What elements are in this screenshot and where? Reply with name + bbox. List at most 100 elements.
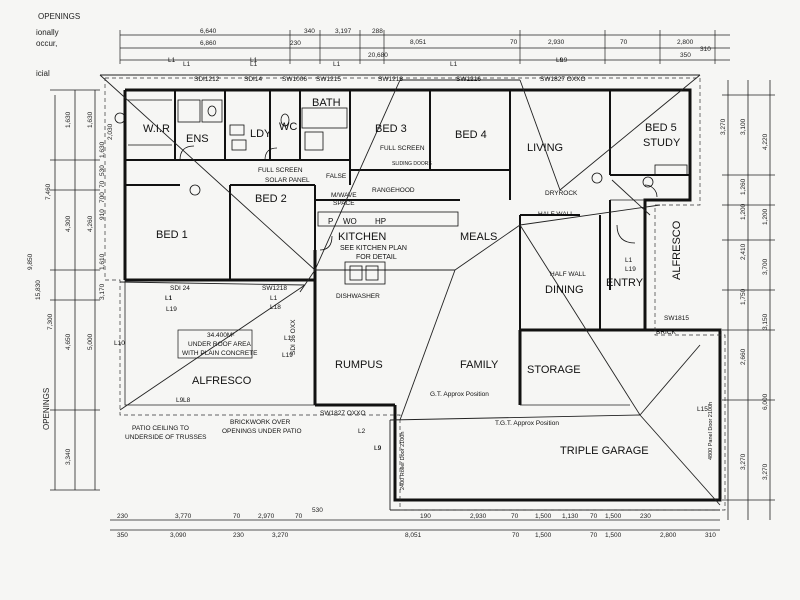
margin-note-1: ionally <box>36 28 59 37</box>
room-alfresco-side: ALFRESCO <box>671 220 683 280</box>
dim-bot-2: 3,770 <box>175 513 192 520</box>
dim-left-5: 530 <box>99 165 106 176</box>
l-label-7: L18 <box>270 304 281 311</box>
dim-left-9: 910 <box>99 209 106 220</box>
room-study: STUDY <box>643 137 681 149</box>
l-label-6: L1 <box>625 257 633 264</box>
dim-left-4: 1,630 <box>99 141 106 158</box>
kitchen-note-1: SEE KITCHEN PLAN <box>340 245 407 252</box>
dim-left-12: 1,610 <box>99 253 106 270</box>
dim-top-2: 340 <box>304 28 315 35</box>
l-label-15: L9 <box>374 445 382 452</box>
dim-right-8: 3,700 <box>762 258 769 275</box>
right-dimensions: 3,270 3,100 4,220 1,260 1,200 1,200 2,41… <box>720 80 775 520</box>
room-bed3: BED 3 <box>375 123 407 135</box>
dim-left-13: 9,850 <box>27 253 34 270</box>
dim-right-3: 4,220 <box>762 133 769 150</box>
margin-note-2: occur, <box>36 39 57 48</box>
dim-bot-14: 350 <box>117 532 128 539</box>
annotations: FULL SCREEN FULL SCREEN SOLAR PANEL FALS… <box>125 76 714 490</box>
room-entry: ENTRY <box>606 277 644 289</box>
left-dimensions: ionally occur, icial OPENINGS 1,630 1,63… <box>27 28 114 491</box>
dim-bot-16: 230 <box>233 532 244 539</box>
note-under-roof-3: WITH PLAIN CONCRETE <box>182 350 258 357</box>
room-ldy: LDY <box>250 128 272 140</box>
dim-left-8: 700 <box>99 192 106 203</box>
openings-label-top: OPENINGS <box>38 12 80 21</box>
outer-walls <box>123 88 722 502</box>
note-sw1827-top: SW1827 OXXO <box>540 76 586 83</box>
dim-bot-4: 2,970 <box>258 513 275 520</box>
dim-left-19: 3,340 <box>65 448 72 465</box>
note-dryrock: DRYROCK <box>545 190 578 197</box>
note-sdi14: SDI14 <box>244 76 262 83</box>
dim-top-11: 230 <box>290 40 301 47</box>
room-wc: WC <box>279 121 297 133</box>
note-panel-door: 4800 Panel Door 2100h <box>708 402 714 460</box>
note-brickwork-1: BRICKWORK OVER <box>230 419 291 426</box>
dim-right-10: 3,150 <box>762 313 769 330</box>
dim-top-10: 6,860 <box>200 40 217 47</box>
dim-top-4: 288 <box>372 28 383 35</box>
fixtures <box>114 99 688 285</box>
room-bed4: BED 4 <box>455 129 487 141</box>
dim-top-12: 20,680 <box>368 52 388 59</box>
note-sw1827-bottom: SW1827 OXXO <box>320 410 366 417</box>
note-patio-ceiling-1: PATIO CEILING TO <box>132 425 189 432</box>
dim-bot-15: 3,090 <box>170 532 187 539</box>
dim-bot-18: 8,051 <box>405 532 422 539</box>
note-full-screen: FULL SCREEN <box>380 145 425 152</box>
dim-left-11: 7,460 <box>45 183 52 200</box>
dim-bot-20: 70 <box>512 532 520 539</box>
internal-walls <box>125 90 690 330</box>
note-under-roof-2: UNDER ROOF AREA <box>188 341 252 348</box>
note-mwave: M/WAVE <box>331 192 357 199</box>
dim-right-11: 2,660 <box>740 348 747 365</box>
lintel-labels: L1 L1 L1 L1 L9 L1 L18 L1 L19 L10 L9 L19 … <box>114 57 708 452</box>
room-ens: ENS <box>186 133 209 145</box>
dim-top-18: L1 <box>450 61 458 68</box>
dim-bot-11: 70 <box>590 513 598 520</box>
l-label-18: L19 <box>625 266 636 273</box>
note-brick: BRICK <box>656 329 677 336</box>
note-sw1815: SW1815 <box>664 315 689 322</box>
note-roller-door: 2400 Roller Door 2100h <box>400 432 406 490</box>
l-label-14: L2 <box>358 428 366 435</box>
dim-top-17: L1 <box>333 61 341 68</box>
room-bed2: BED 2 <box>255 193 287 205</box>
dim-bot-25: 310 <box>705 532 716 539</box>
note-rangehood: RANGEHOOD <box>372 187 415 194</box>
dim-right-13: 3,270 <box>740 453 747 470</box>
dim-bot-13: 230 <box>640 513 651 520</box>
room-bath: BATH <box>312 97 341 109</box>
dim-right-2: 3,100 <box>740 118 747 135</box>
room-labels: W.I.R ENS LDY WC BATH BED 3 BED 4 LIVING… <box>143 97 683 457</box>
dim-left-2: 1,630 <box>87 111 94 128</box>
dim-right-4: 1,260 <box>740 178 747 195</box>
dim-bot-6: 530 <box>312 507 323 514</box>
note-space: SPACE <box>333 200 355 207</box>
dim-right-12: 6,000 <box>762 393 769 410</box>
room-bed1: BED 1 <box>156 229 188 241</box>
dim-left-18: 7,300 <box>47 313 54 330</box>
note-false: FALSE <box>326 173 347 180</box>
dim-left-1: 1,630 <box>65 111 72 128</box>
room-dining: DINING <box>545 284 584 296</box>
l-label-8: L1 <box>165 295 173 302</box>
dim-bot-7: 2,930 <box>470 513 487 520</box>
note-tgt-approx: T.G.T. Approx Position <box>495 420 559 427</box>
note-half-wall-2: HALF WALL <box>550 271 586 278</box>
dim-bot-21: 1,500 <box>535 532 552 539</box>
dim-top-5: 8,051 <box>410 39 427 46</box>
dim-right-1: 3,270 <box>720 118 727 135</box>
room-rumpus: RUMPUS <box>335 359 383 371</box>
room-triple-garage: TRIPLE GARAGE <box>560 445 649 457</box>
dim-bot-9: 1,500 <box>535 513 552 520</box>
note-dishwasher: DISHWASHER <box>336 293 380 300</box>
dim-bot-8: 70 <box>511 513 519 520</box>
bottom-dimensions: 230 3,770 70 2,970 70 530 2,930 70 1,500… <box>110 507 720 539</box>
l-label-11: L9 <box>176 397 184 404</box>
note-sw1006: SW1006 <box>282 76 307 83</box>
note-full-screen-ldy: FULL SCREEN <box>258 167 303 174</box>
